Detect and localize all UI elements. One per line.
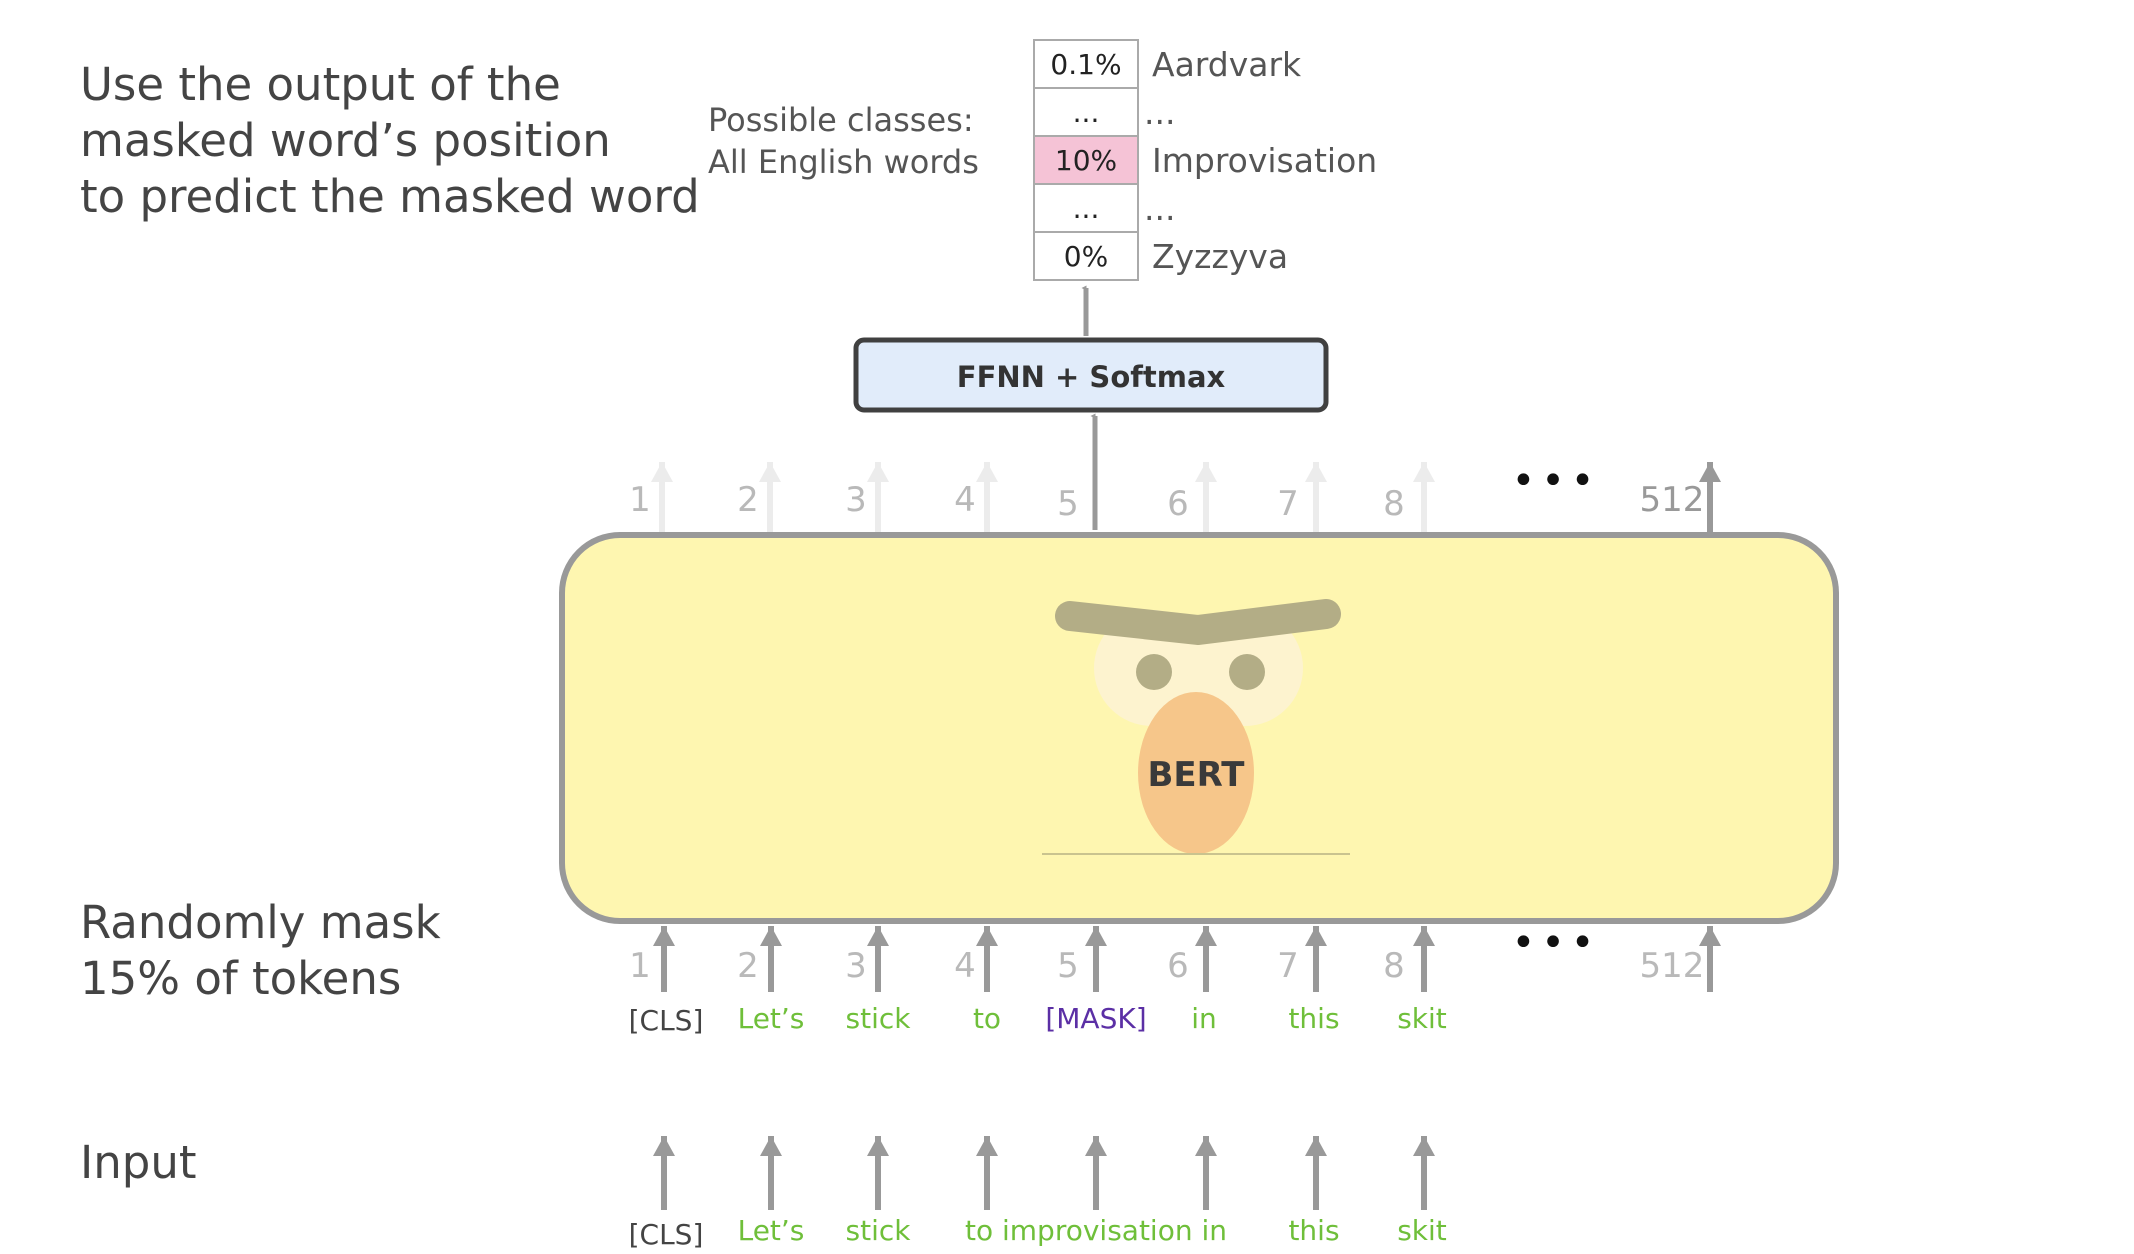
- class-prob-3: ...: [1073, 192, 1100, 225]
- top-instruction-line-2: masked word’s position: [80, 114, 611, 167]
- input-token-3: stick: [846, 1214, 912, 1247]
- class-word-0: Aardvark: [1152, 45, 1302, 84]
- input-arrowhead-2: [760, 926, 782, 946]
- raw-input-arrowhead-3: [867, 1136, 889, 1156]
- masked-token-2: Let’s: [738, 1002, 805, 1035]
- raw-input-arrows: [653, 1136, 1435, 1210]
- class-word-2: Improvisation: [1152, 141, 1377, 180]
- input-position-4: 4: [954, 946, 976, 986]
- masked-token-8: skit: [1397, 1002, 1447, 1035]
- class-cell-4: [1033, 231, 1139, 281]
- mask-instruction-line-2: 15% of tokens: [80, 952, 401, 1005]
- output-position-1: 1: [629, 480, 651, 520]
- input-arrowhead-512: [1699, 926, 1721, 946]
- input-position-7: 7: [1277, 946, 1299, 986]
- output-arrowhead-512: [1699, 462, 1721, 482]
- class-word-3: ...: [1144, 189, 1175, 228]
- class-prob-2: 10%: [1055, 144, 1117, 177]
- output-position-3: 3: [845, 480, 867, 520]
- class-prob-0: 0.1%: [1050, 48, 1121, 81]
- output-arrowhead-7: [1305, 462, 1327, 482]
- output-arrowhead-4: [976, 462, 998, 482]
- bert-label: BERT: [1148, 755, 1246, 795]
- input-position-5: 5: [1057, 946, 1079, 986]
- output-position-5: 5: [1057, 484, 1079, 524]
- input-token-1: [CLS]: [629, 1218, 704, 1251]
- output-arrowhead-2: [759, 462, 781, 482]
- masked-token-row: [CLS] Let’s stick to [MASK] in this skit: [629, 1002, 1447, 1037]
- input-arrowhead-7: [1305, 926, 1327, 946]
- output-position-7: 7: [1277, 484, 1299, 524]
- output-position-512: 512: [1640, 480, 1705, 520]
- masked-token-6: in: [1191, 1002, 1217, 1035]
- input-token-6: skit: [1397, 1214, 1447, 1247]
- output-position-4: 4: [954, 480, 976, 520]
- input-position-8: 8: [1383, 946, 1405, 986]
- input-ellipsis: •••: [1512, 920, 1601, 966]
- masked-token-4: to: [973, 1002, 1001, 1035]
- raw-input-arrowhead-8: [1413, 1136, 1435, 1156]
- class-cell-0: [1033, 39, 1139, 89]
- bert-eyebrow: [1055, 599, 1341, 645]
- output-position-2: 2: [737, 480, 759, 520]
- class-word-4: Zyzzyva: [1152, 237, 1288, 276]
- output-position-8: 8: [1383, 484, 1405, 524]
- mask-instruction-line-1: Randomly mask: [80, 896, 441, 949]
- input-arrowhead-3: [867, 926, 889, 946]
- output-position-6: 6: [1167, 484, 1189, 524]
- bert-left-pupil: [1136, 654, 1172, 690]
- masked-token-7: this: [1288, 1002, 1339, 1035]
- raw-input-arrowhead-6: [1195, 1136, 1217, 1156]
- input-token-2: Let’s: [738, 1214, 805, 1247]
- masked-token-1: [CLS]: [629, 1004, 704, 1037]
- output-ellipsis: •••: [1512, 458, 1601, 504]
- class-prob-1: ...: [1073, 96, 1100, 129]
- output-arrowhead-8: [1413, 462, 1435, 482]
- classes-caption-line-2: All English words: [708, 143, 979, 181]
- input-positions: 1 2 3 4 5 6 7 8 ••• 512: [629, 920, 1721, 992]
- input-position-512: 512: [1640, 946, 1705, 986]
- output-arrowhead-1: [651, 462, 673, 482]
- masked-token-3: stick: [846, 1002, 912, 1035]
- classes-caption-line-1: Possible classes:: [708, 101, 974, 139]
- masked-token-5-mask: [MASK]: [1045, 1002, 1146, 1035]
- input-arrowhead-1: [653, 926, 675, 946]
- class-cell-1: [1033, 87, 1139, 137]
- raw-input-arrowhead-2: [760, 1136, 782, 1156]
- bert-right-pupil: [1229, 654, 1265, 690]
- raw-input-arrowhead-1: [653, 1136, 675, 1156]
- raw-input-arrowhead-4: [976, 1136, 998, 1156]
- input-arrowhead-5: [1085, 926, 1107, 946]
- bert-face: BERT: [1042, 599, 1350, 855]
- input-position-3: 3: [845, 946, 867, 986]
- input-token-4: to improvisation in: [965, 1214, 1227, 1247]
- class-cell-3: [1033, 183, 1139, 233]
- top-instruction-label: Use the output of the masked word’s posi…: [80, 58, 700, 223]
- mask-instruction-label: Randomly mask 15% of tokens: [80, 896, 455, 1005]
- top-instruction-line-3: to predict the masked word: [80, 170, 700, 223]
- input-position-6: 6: [1167, 946, 1189, 986]
- input-label: Input: [80, 1136, 197, 1189]
- classes-caption: Possible classes: All English words: [708, 101, 984, 181]
- class-prob-4: 0%: [1064, 240, 1108, 273]
- input-position-2: 2: [737, 946, 759, 986]
- output-positions: 1 2 3 4 5 6 7 8 ••• 512: [629, 458, 1721, 532]
- input-arrowhead-4: [976, 926, 998, 946]
- output-arrowhead-3: [867, 462, 889, 482]
- input-arrowhead-6: [1195, 926, 1217, 946]
- output-arrowhead-6: [1195, 462, 1217, 482]
- bert-nose: [1138, 692, 1254, 854]
- top-instruction-line-1: Use the output of the: [80, 58, 561, 111]
- output-class-table: 0.1% Aardvark ... ... 10% Improvisation …: [1033, 39, 1377, 281]
- input-token-5: this: [1288, 1214, 1339, 1247]
- ffnn-softmax-label: FFNN + Softmax: [957, 360, 1226, 394]
- raw-input-arrowhead-5: [1085, 1136, 1107, 1156]
- input-arrowhead-8: [1413, 926, 1435, 946]
- input-position-1: 1: [629, 946, 651, 986]
- input-token-row: [CLS] Let’s stick to improvisation in th…: [629, 1214, 1447, 1251]
- raw-input-arrowhead-7: [1305, 1136, 1327, 1156]
- ffnn-softmax-box: [853, 337, 1329, 413]
- class-word-1: ...: [1144, 93, 1175, 132]
